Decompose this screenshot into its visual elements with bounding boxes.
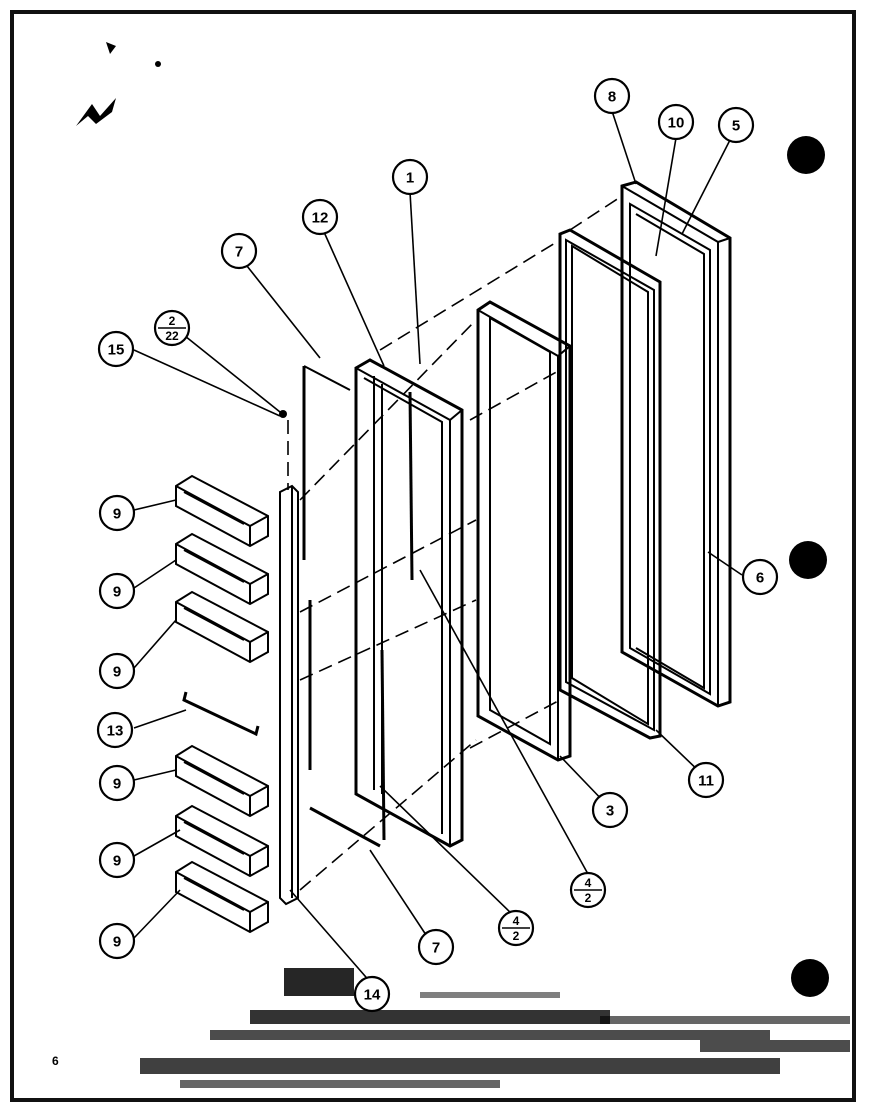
callout-label: 3 [606,803,614,820]
callout-circle [98,841,136,879]
callout-label: 9 [113,506,121,523]
callout-circle [741,558,779,596]
callout-label: 9 [113,776,121,793]
door-bins [175,474,269,934]
callout-circle [98,572,136,610]
scan-speck [106,42,116,54]
callout-circle [98,652,136,690]
scan-mark [76,98,116,126]
callout-label: 5 [732,118,740,135]
door-body [354,358,464,848]
door-cap-strip [279,484,299,906]
scan-noise-bottom [140,968,850,1088]
callout-label: 8 [608,89,616,106]
binder-hole-middle [789,541,827,579]
fraction-bottom: 2 [585,891,592,905]
callout-label: 15 [108,342,125,359]
outer-door-panel [620,180,732,708]
door-gasket [558,228,662,740]
callout-label: 13 [107,723,124,740]
callout-circle [301,198,339,236]
callout-13: 13 [96,711,134,749]
door-liner [476,300,572,762]
callout-9: 9 [98,841,136,879]
door-bin-4 [175,744,269,818]
fraction-bottom: 22 [165,329,179,343]
door-bin-2 [175,532,269,606]
scan-speck [155,61,161,67]
callout-label: 7 [235,244,243,261]
callout-circle [593,77,631,115]
callout-8: 8 [593,77,631,115]
callout-5: 5 [717,106,755,144]
page-border [10,10,856,1102]
callout-circle [98,922,136,960]
fraction-callout-4-2: 42 [569,871,607,909]
fraction-top: 4 [513,914,520,928]
binder-hole-top [787,136,825,174]
callout-circle [657,103,695,141]
callout-9: 9 [98,572,136,610]
callout-circle [220,232,258,270]
page-number: 6 [52,1054,59,1068]
door-bin-1 [175,474,269,548]
callout-circle [687,761,725,799]
callout-1: 1 [391,158,429,196]
callout-label: 11 [698,773,714,790]
door-bin-6 [175,860,269,934]
fraction-callout-2-22: 222 [153,309,191,347]
callout-label: 9 [113,853,121,870]
fraction-bottom: 2 [513,929,520,943]
callout-7: 7 [220,232,258,270]
callout-label: 9 [113,934,121,951]
callout-9: 9 [98,922,136,960]
callout-10: 10 [657,103,695,141]
callout-label: 12 [312,210,329,227]
assembly-lines [287,195,623,891]
callout-label: 6 [756,570,764,587]
callout-3: 3 [591,791,629,829]
callout-label: 14 [364,987,381,1004]
callout-circle [98,494,136,532]
callout-label: 9 [113,664,121,681]
callout-circle [353,975,391,1013]
callout-circle [96,711,134,749]
binder-hole-bottom [791,959,829,997]
fraction-callout-4-2: 42 [497,909,535,947]
callout-circle [717,106,755,144]
callout-9: 9 [98,764,136,802]
fraction-top: 2 [169,314,176,328]
door-bin-3 [175,590,269,664]
callout-label: 1 [406,170,414,187]
callout-6: 6 [741,558,779,596]
shelf-rails [302,365,381,848]
callout-label: 9 [113,584,121,601]
callout-label: 10 [668,115,685,132]
door-bin-5 [175,804,269,878]
callout-circle [417,928,455,966]
callout-9: 9 [98,652,136,690]
retainer-bar [182,691,260,737]
callout-12: 12 [301,198,339,236]
callout-circle [391,158,429,196]
callout-15: 15 [97,330,135,368]
callout-11: 11 [687,761,725,799]
fraction-top: 4 [585,876,592,890]
callout-label: 7 [432,940,440,957]
callout-circle [98,764,136,802]
screw [279,410,287,418]
callout-circle [591,791,629,829]
callout-circle [97,330,135,368]
callout-14: 14 [353,975,391,1013]
callout-9: 9 [98,494,136,532]
callout-7: 7 [417,928,455,966]
